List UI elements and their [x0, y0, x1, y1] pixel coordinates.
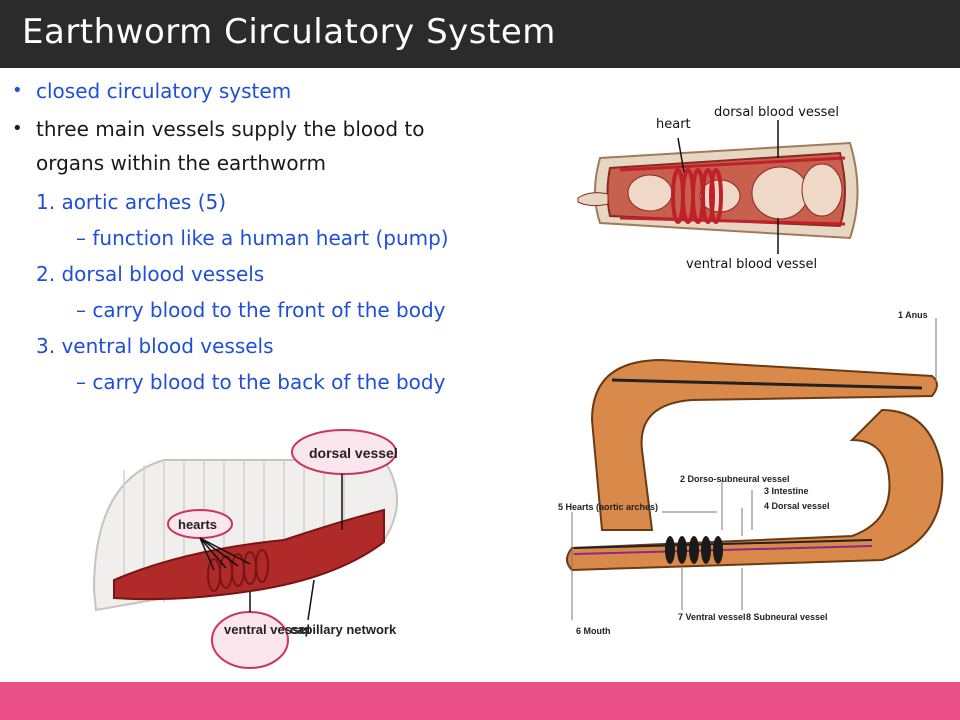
bullet-item: • three main vessels supply the blood to… [10, 112, 570, 180]
subitem-ventral: 3. ventral blood vessels [36, 334, 274, 358]
figure-worm-cross-section: heart dorsal blood vessel ventral blood … [560, 98, 870, 278]
title-bar: Earthworm Circulatory System [0, 0, 960, 68]
label-subneural-vessel: 8 Subneural vessel [746, 612, 828, 622]
figure-worm-anatomy: 1 Anus 2 Dorso-subneural vessel 3 Intest… [552, 300, 956, 642]
subitem-dorsal: 2. dorsal blood vessels [36, 262, 265, 286]
subitem-aortic: 1. aortic arches (5) [36, 190, 227, 214]
bullet-text: three main vessels supply the blood to [36, 117, 425, 141]
label-dorsal-vessel-right: 4 Dorsal vessel [764, 501, 830, 511]
label-dorso-subneural-vessel: 2 Dorso-subneural vessel [680, 474, 790, 484]
label-capillary-network: capillary network [290, 622, 397, 637]
slide-title: Earthworm Circulatory System [22, 12, 556, 52]
bullet-list: • closed circulatory system • three main… [10, 74, 570, 400]
subitem-ventral-desc: – carry blood to the back of the body [76, 370, 446, 394]
bullet-item: • closed circulatory system [10, 74, 570, 108]
subitem-aortic-desc: – function like a human heart (pump) [76, 226, 449, 250]
label-dorsal-blood-vessel: dorsal blood vessel [714, 105, 839, 120]
label-intestine: 3 Intestine [764, 486, 809, 496]
bullet-dot: • [12, 80, 23, 101]
bullet-dot: • [12, 118, 23, 139]
figure-worm-side-view: dorsal vessel hearts ventral vessel capi… [84, 420, 420, 675]
label-hearts: hearts [178, 517, 217, 532]
label-anus: 1 Anus [898, 310, 928, 320]
label-ventral-vessel-right: 7 Ventral vessel [678, 612, 746, 622]
label-heart: heart [656, 117, 691, 132]
worm-side-view-illustration: dorsal vessel hearts ventral vessel capi… [84, 420, 420, 675]
bullet-text: closed circulatory system [36, 79, 292, 103]
footer-bar [0, 682, 960, 720]
label-hearts-aortic-arches: 5 Hearts (aortic arches) [558, 502, 658, 512]
label-ventral-vessel: ventral vessel [224, 622, 310, 637]
label-dorsal-vessel: dorsal vessel [309, 445, 398, 461]
subitem-dorsal-desc: – carry blood to the front of the body [76, 298, 446, 322]
bullet-text-continuation: organs within the earthworm [36, 151, 326, 175]
label-ventral-blood-vessel: ventral blood vessel [686, 257, 817, 272]
worm-cross-section-illustration: heart dorsal blood vessel ventral blood … [560, 98, 870, 278]
label-mouth: 6 Mouth [576, 626, 611, 636]
worm-anatomy-illustration: 1 Anus 2 Dorso-subneural vessel 3 Intest… [552, 300, 956, 642]
